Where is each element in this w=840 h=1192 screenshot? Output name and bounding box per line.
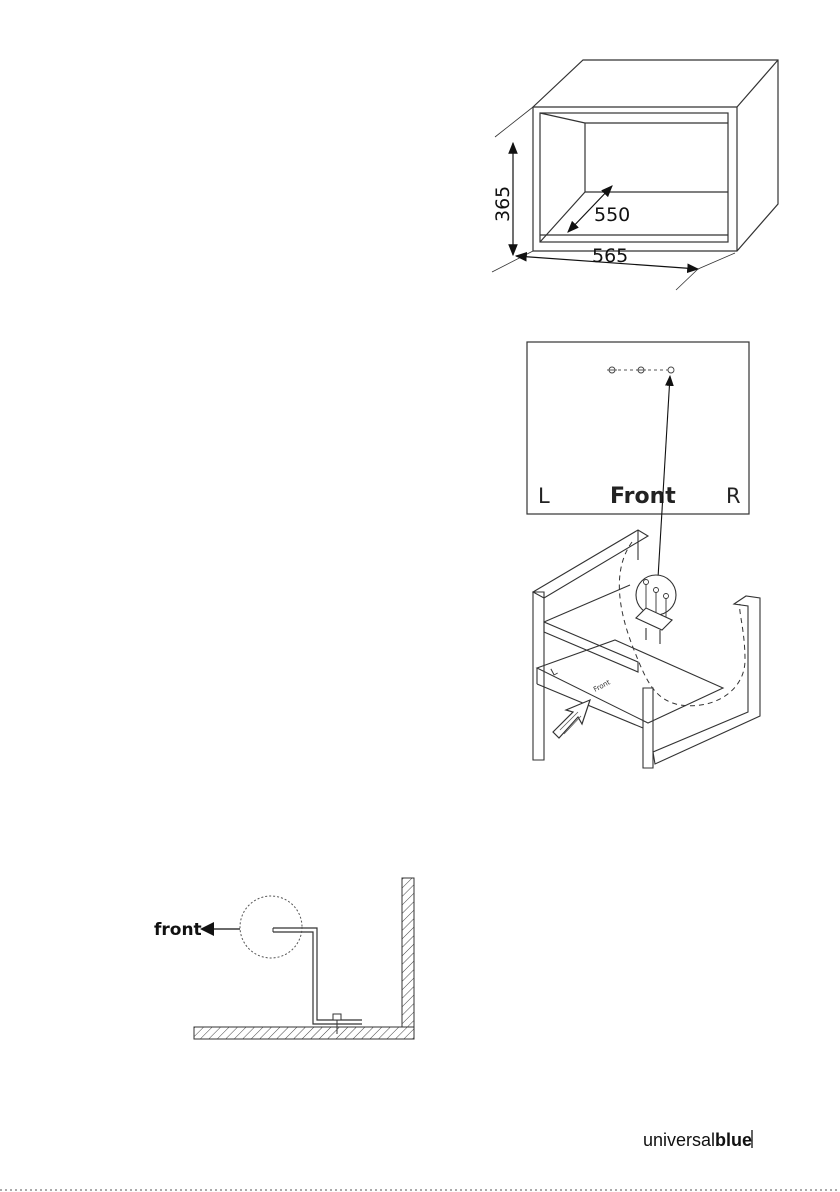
shelf-front-marking: Front [592,678,612,693]
side-section-detail [194,878,414,1039]
mounting-hole-marks [607,367,674,373]
dashed-guide-curve [619,542,745,706]
brand-logo: universalblue [643,1130,752,1150]
insertion-arrow-icon [553,700,590,738]
pointer-arrow [658,376,670,578]
cabinet-dimension-figure [492,60,778,290]
front-direction-label: front [154,920,202,940]
top-view-left-label: L [538,484,550,508]
brand-logo-part2: blue [715,1130,752,1150]
brand-logo-part1: universal [643,1130,715,1150]
svg-text:universalblue: universalblue [643,1130,752,1150]
dimension-height-label: 365 [492,186,514,222]
cabinet-shelf-figure [533,530,760,768]
dimension-width-label: 565 [592,245,628,267]
dimension-depth-label: 550 [594,204,630,226]
shelf-left-marking: L [549,666,559,679]
top-view-front-label: Front [610,484,676,509]
top-view-right-label: R [726,484,741,508]
